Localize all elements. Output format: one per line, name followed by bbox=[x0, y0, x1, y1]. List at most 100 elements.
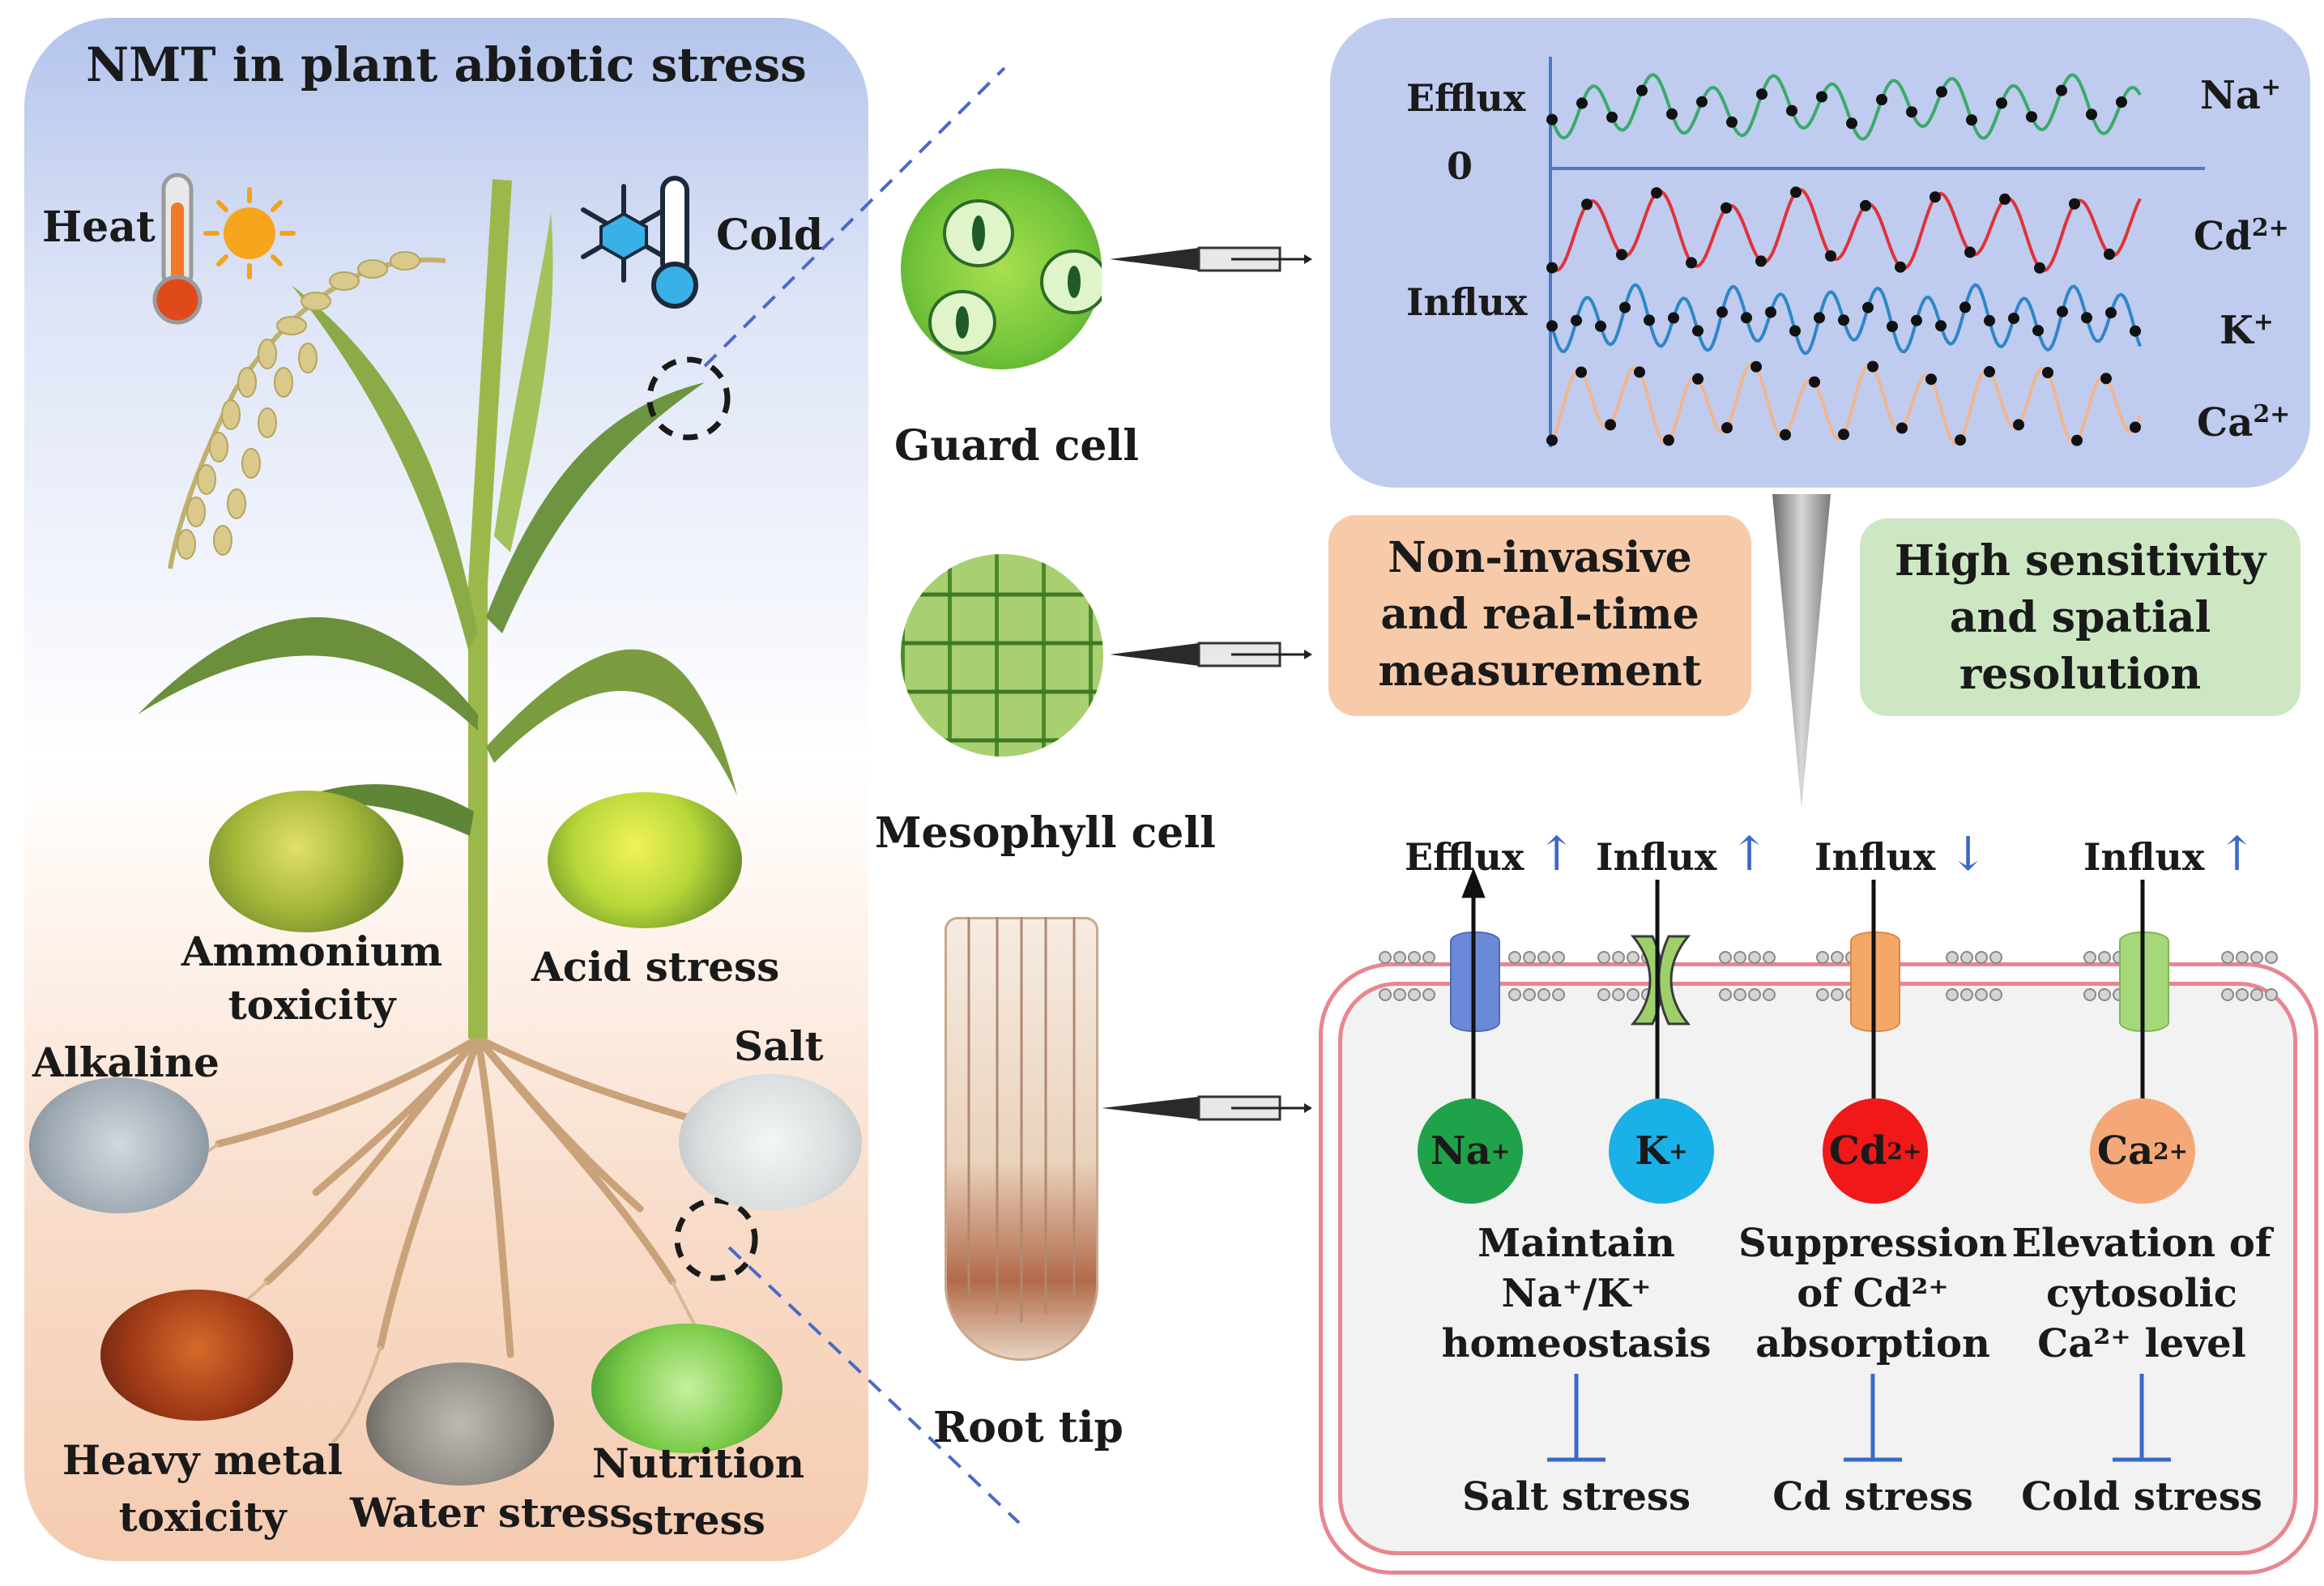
ca-flux-point bbox=[2130, 421, 2141, 433]
water-stress-label: Water stress bbox=[350, 1489, 633, 1537]
ca-flux-point bbox=[1867, 360, 1878, 373]
k-flux-point bbox=[1887, 321, 1898, 332]
alkaline-photo bbox=[29, 1077, 209, 1213]
k-flux-point bbox=[1789, 325, 1801, 337]
cd-flux-point bbox=[1651, 187, 1662, 199]
ca-trace-label: Ca2+ bbox=[2197, 400, 2291, 446]
sun-icon bbox=[203, 187, 296, 279]
probe-tip-icon bbox=[1772, 494, 1831, 808]
na-flux-point bbox=[1546, 113, 1558, 126]
k-flux-point bbox=[1765, 306, 1776, 318]
cd-flux-point bbox=[1930, 191, 1941, 203]
k-flux-point bbox=[1668, 312, 1679, 324]
k-flux-point bbox=[1595, 320, 1606, 332]
na-flux-point bbox=[1756, 88, 1768, 100]
k-flux-point bbox=[1935, 320, 1947, 332]
k-flux-point bbox=[1619, 301, 1631, 313]
na-flux-point bbox=[1906, 106, 1917, 118]
cd-flux-point bbox=[2069, 198, 2080, 210]
ca-flux-point bbox=[1780, 428, 1791, 441]
na-flux-point bbox=[2116, 96, 2127, 108]
ca-flux-point bbox=[1663, 434, 1674, 446]
ca-flux-point bbox=[1955, 434, 1966, 446]
acid-stress-label: Acid stress bbox=[531, 943, 780, 991]
microelectrode-root bbox=[1102, 1095, 1312, 1121]
acid-stress-photo bbox=[548, 792, 742, 928]
k-flux-point bbox=[1741, 312, 1752, 324]
na-flux-point bbox=[1666, 108, 1678, 120]
non-invasive-box bbox=[1328, 515, 1751, 716]
k-flux-point bbox=[1644, 314, 1655, 326]
k-ion-circle: K+ bbox=[1609, 1098, 1714, 1204]
na-flux-point bbox=[1636, 84, 1648, 96]
cd-stress-outcome: Cd stress bbox=[1772, 1474, 1973, 1520]
k-flux-point bbox=[1838, 314, 1849, 326]
microelectrode-guard bbox=[1110, 246, 1312, 272]
cd-flux-point bbox=[2104, 248, 2115, 260]
guard-cell-label: Guard cell bbox=[894, 421, 1140, 471]
ca-flux-point bbox=[2042, 367, 2053, 378]
heavy-metal-photo bbox=[100, 1290, 293, 1421]
k-flux-point bbox=[2130, 325, 2141, 337]
cd-flux-point bbox=[1895, 261, 1906, 273]
k-flux-point bbox=[2105, 307, 2117, 319]
salt-photo bbox=[679, 1074, 862, 1210]
cd-flux-point bbox=[1999, 193, 2011, 205]
ca-flux-point bbox=[1750, 360, 1762, 373]
k-flux-point bbox=[1716, 306, 1728, 318]
na-flux-point bbox=[1966, 114, 1977, 126]
k-flux-point bbox=[1984, 314, 1995, 326]
ca-flux-trace bbox=[1550, 361, 2142, 446]
na-flux-point bbox=[1936, 86, 1947, 98]
ca-flux-point bbox=[1605, 419, 1616, 431]
k-flux-point bbox=[1862, 301, 1874, 313]
na-trace-label: Na+ bbox=[2200, 73, 2282, 118]
k-flux-point bbox=[1814, 312, 1825, 324]
ca-flux-point bbox=[1721, 422, 1733, 434]
k-flux-point bbox=[2032, 325, 2044, 337]
stomata-icon bbox=[928, 199, 1102, 355]
mesophyll-cell-label: Mesophyll cell bbox=[875, 808, 1216, 858]
cd-flux-point bbox=[1790, 186, 1802, 198]
na-flux-point bbox=[1576, 97, 1588, 109]
na-flux-point bbox=[1816, 91, 1827, 103]
na-flux-point bbox=[1726, 116, 1738, 128]
k-flux-point bbox=[1692, 325, 1704, 337]
na-flux-point bbox=[2056, 84, 2067, 96]
efflux-axis-label: Efflux bbox=[1406, 76, 1526, 120]
cd-flux-point bbox=[1721, 202, 1732, 214]
root-cell-lines bbox=[967, 917, 1076, 1322]
na-flux-trace bbox=[1550, 73, 2142, 141]
cold-stress-outcome: Cold stress bbox=[2021, 1474, 2262, 1520]
na-flux-point bbox=[1996, 97, 2007, 109]
ca-flux-point bbox=[1546, 434, 1558, 446]
water-stress-photo bbox=[366, 1362, 554, 1486]
na-flux-point bbox=[1876, 94, 1887, 105]
salt-label: Salt bbox=[734, 1022, 824, 1070]
ca-flux-point bbox=[1838, 428, 1849, 441]
ammonium-toxicity-photo bbox=[209, 791, 403, 932]
nutrition-stress-photo bbox=[591, 1324, 782, 1453]
cold-label: Cold bbox=[716, 211, 824, 260]
cd-flux-trace bbox=[1550, 188, 2142, 272]
ca-flux-point bbox=[2013, 419, 2024, 431]
cd-trace-label: Cd2+ bbox=[2194, 214, 2289, 259]
ca-flux-point bbox=[2071, 434, 2083, 446]
influx-axis-label: Influx bbox=[1406, 280, 1528, 324]
cd-flux-point bbox=[1825, 250, 1836, 262]
flux-arrows bbox=[1461, 868, 2155, 1146]
snowflake-thermometer-icon bbox=[581, 176, 698, 309]
na-flux-point bbox=[1786, 104, 1797, 117]
alkaline-label: Alkaline bbox=[32, 1038, 220, 1086]
root-tip-label: Root tip bbox=[933, 1403, 1124, 1452]
ion-flux-traces bbox=[1546, 57, 2205, 447]
ca-flux-point bbox=[1634, 366, 1645, 378]
